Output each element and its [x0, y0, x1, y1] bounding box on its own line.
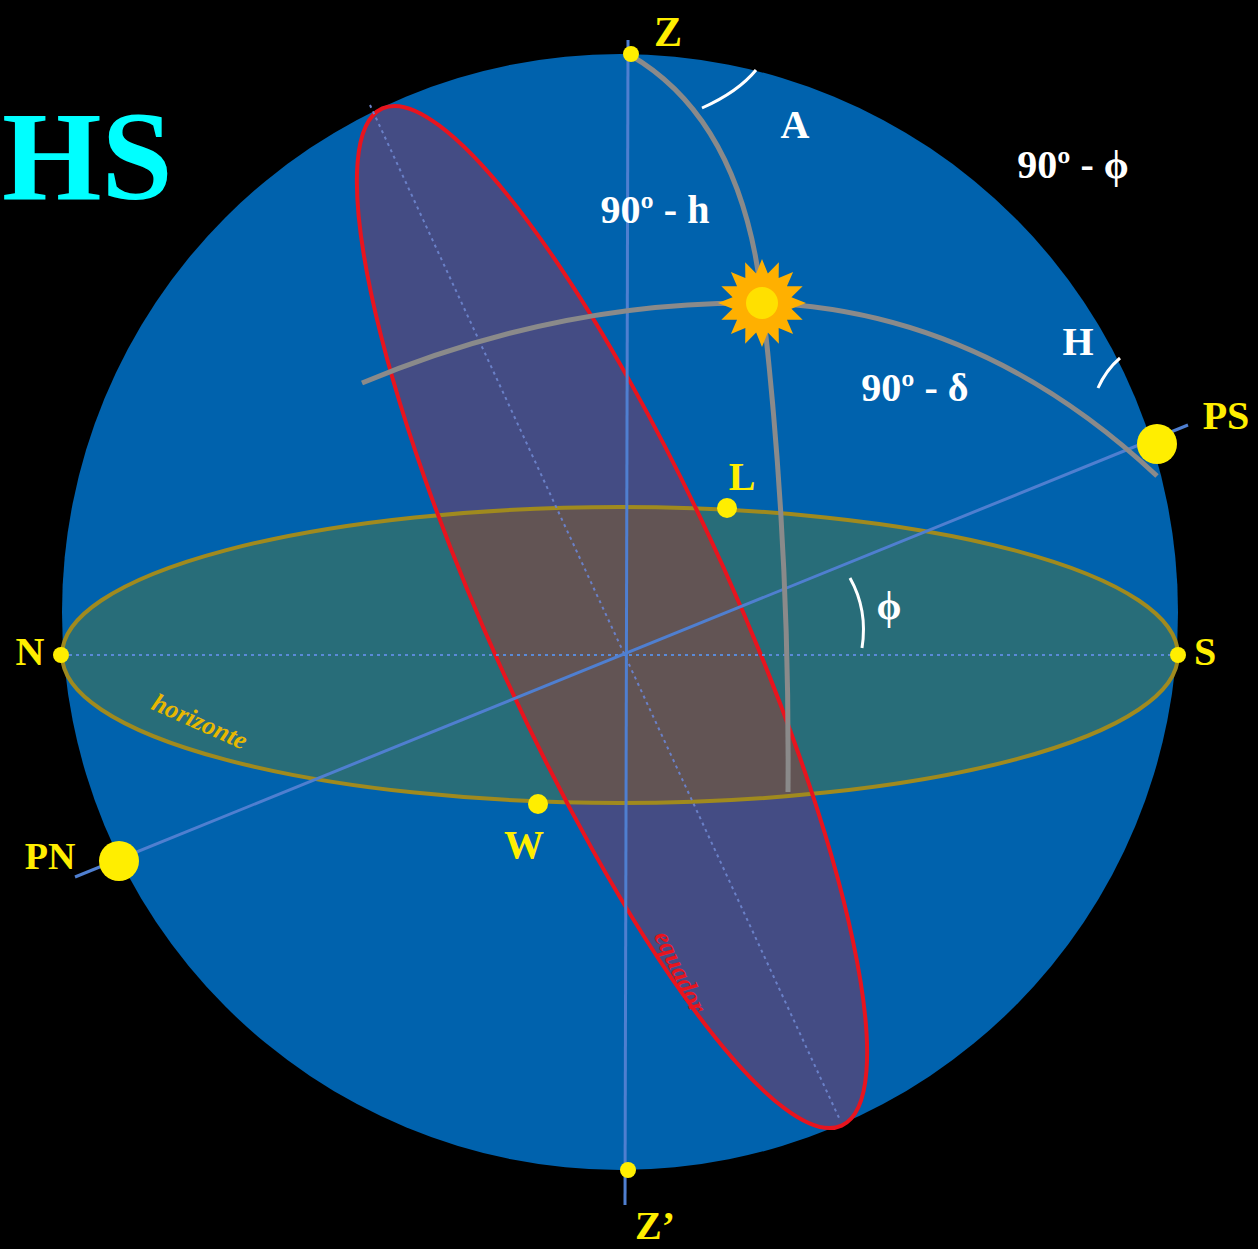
sun-core — [746, 287, 778, 319]
title: HS — [2, 92, 173, 220]
angle-label: A — [781, 105, 810, 145]
point-label: Z’ — [635, 1206, 675, 1246]
point-label: W — [504, 825, 544, 865]
point-label: PN — [25, 837, 76, 875]
point-label: Z — [654, 11, 682, 53]
sphere — [62, 54, 1178, 1170]
angle-arc — [1098, 358, 1120, 388]
sun-rays — [718, 259, 806, 347]
angle-arc — [850, 578, 864, 648]
angle-arc — [702, 70, 756, 108]
points — [53, 46, 1186, 1178]
point-label: N — [16, 632, 45, 672]
point-label: PS — [1203, 396, 1250, 436]
angle-label: 90º - ϕ — [1017, 145, 1128, 185]
angle-label: 90º - δ — [861, 368, 968, 408]
angle-label: 90º - h — [601, 190, 710, 230]
equator-axis — [370, 105, 840, 1120]
polar-axis — [75, 425, 1188, 877]
equator-circle — [271, 58, 953, 1176]
angle-label: ϕ — [877, 586, 902, 626]
vertical-circle — [630, 55, 788, 792]
point-label: L — [729, 457, 756, 497]
point-label: S — [1194, 632, 1216, 672]
sun-symbol — [718, 259, 806, 347]
angle-label: H — [1062, 322, 1093, 362]
